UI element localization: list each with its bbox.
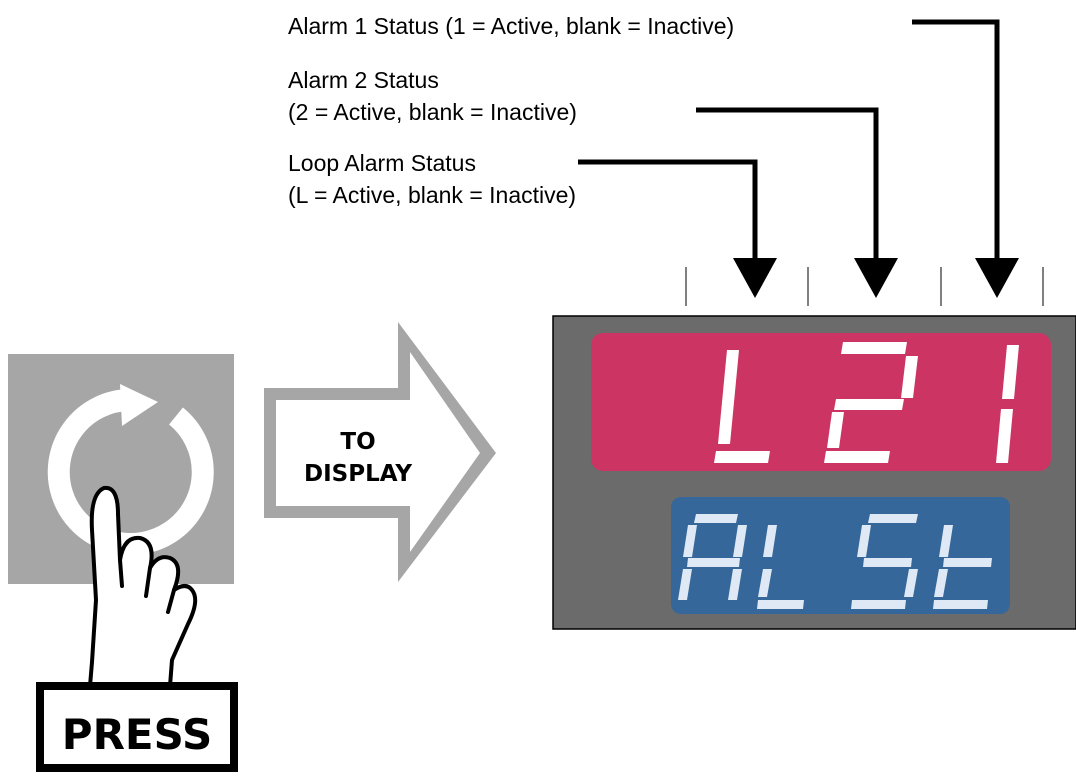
bottom-digit-A <box>678 514 747 600</box>
loop-alarm-status-label-line1: Loop Alarm Status <box>288 150 476 176</box>
top-digit-1 <box>996 345 1019 463</box>
arrow-label-to: TO <box>340 429 375 455</box>
alarm2-status-label-line1: Alarm 2 Status <box>288 67 439 93</box>
top-digit-2 <box>824 342 918 463</box>
bottom-digit-t <box>933 525 992 609</box>
alarm1-status-label: Alarm 1 Status (1 = Active, blank = Inac… <box>288 13 734 39</box>
arrow-label-display: DISPLAY <box>304 461 412 487</box>
alarm1-leader-arrow <box>912 19 1019 298</box>
press-plaque: PRESS <box>36 682 238 772</box>
press-label: PRESS <box>62 710 212 759</box>
controller-display <box>552 315 1076 630</box>
alarm2-leader-arrow <box>696 107 898 298</box>
loop-alarm-status-label-line2: (L = Active, blank = Inactive) <box>288 182 576 208</box>
pointing-hand-icon <box>88 485 198 688</box>
bottom-digit-L <box>757 525 804 609</box>
top-window-background <box>591 333 1051 471</box>
bottom-display-window <box>671 497 1010 614</box>
alarm2-status-label-line2: (2 = Active, blank = Inactive) <box>288 99 577 125</box>
loop-alarm-leader-arrow <box>578 159 777 298</box>
to-display-arrow: TO DISPLAY <box>264 322 496 582</box>
digit-position-ticks <box>685 267 1044 306</box>
top-display-window <box>591 333 1051 471</box>
bottom-window-background <box>671 497 1010 614</box>
bottom-digit-S <box>851 514 918 609</box>
top-digit-L <box>714 350 770 463</box>
